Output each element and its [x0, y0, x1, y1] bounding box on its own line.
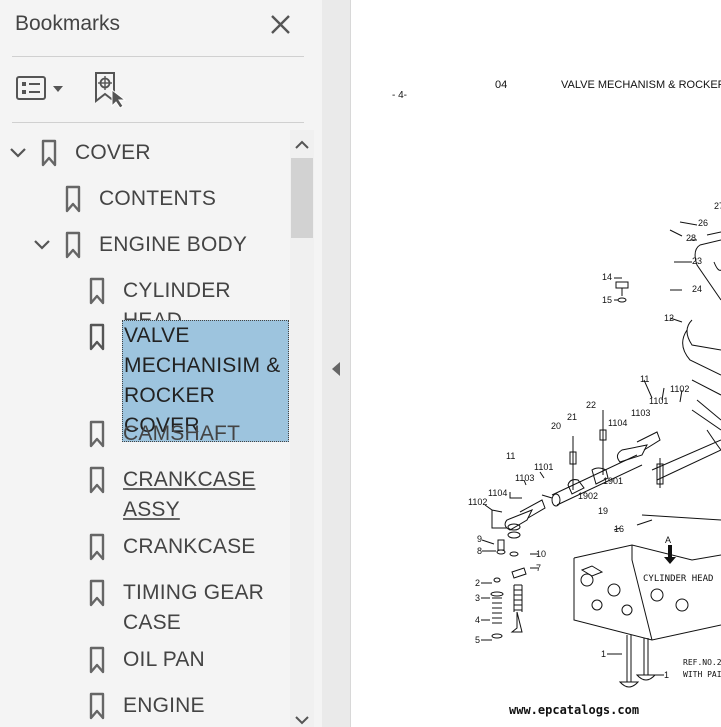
bookmark-engine[interactable]: ENGINE [0, 689, 290, 723]
part-label: 1102 [468, 497, 488, 507]
header-divider [12, 56, 304, 57]
chevron-down-icon[interactable] [8, 143, 28, 163]
close-icon [271, 15, 290, 34]
part-label: 1104 [488, 488, 508, 498]
bookmark-engine-body[interactable]: ENGINE BODY [0, 228, 290, 262]
part-label: 1902 [578, 491, 599, 501]
part-label: 1901 [603, 476, 624, 486]
part-label: 20 [551, 421, 562, 431]
panel-title: Bookmarks [15, 12, 121, 35]
bookmark-icon [89, 420, 105, 448]
bookmark-label: ENGINE [123, 694, 205, 717]
ref-note: WITH PAI [683, 670, 721, 679]
part-label: 1103 [515, 473, 535, 483]
bookmarks-panel: Bookmarks COVER [0, 0, 323, 727]
find-current-bookmark-button[interactable] [92, 70, 128, 109]
part-label: 1103 [631, 408, 651, 418]
part-label: 1102 [670, 384, 690, 394]
triangle-left-icon [332, 362, 340, 376]
part-label: 24 [692, 284, 703, 294]
part-label: 1101 [534, 462, 554, 472]
watermark: www.epcatalogs.com [509, 703, 640, 717]
bookmark-cylinder-head[interactable]: CYLINDER HEAD [0, 274, 290, 332]
bookmark-label-selected: VALVE MECHANISIM & ROCKER COVER [122, 320, 289, 442]
bookmark-cover[interactable]: COVER [0, 136, 290, 170]
toolbar-divider [12, 122, 304, 123]
find-current-bookmark-icon [95, 72, 127, 109]
part-label: 2 [475, 578, 481, 588]
bookmark-icon [41, 139, 57, 167]
part-label: 5 [475, 635, 481, 645]
bookmark-icon [89, 533, 105, 561]
collapse-panel-handle[interactable] [322, 0, 351, 727]
bookmark-icon [65, 231, 81, 259]
part-label: 1104 [608, 418, 628, 428]
part-label: 1101 [649, 396, 669, 406]
part-label: 15 [602, 295, 613, 305]
bookmark-icon [65, 185, 81, 213]
part-label: 1 [601, 649, 607, 659]
part-label: 21 [567, 412, 578, 422]
bookmark-tree: COVER CONTENTS ENGINE BODY CYLINDER HEAD… [0, 130, 290, 727]
part-label: 23 [692, 256, 703, 266]
bookmark-label: OIL PAN [123, 648, 205, 671]
page-marker: - 4- [392, 90, 407, 101]
chevron-down-icon[interactable] [32, 235, 52, 255]
bookmark-label: TIMING GEAR CASE [123, 581, 265, 634]
section-title: VALVE MECHANISM & ROCKER [561, 79, 721, 91]
part-label: 3 [475, 593, 481, 603]
scroll-up-arrow-icon[interactable] [290, 134, 314, 156]
ref-note: REF.NO.2 [683, 658, 721, 667]
bookmark-icon [89, 646, 105, 674]
bookmark-oil-pan[interactable]: OIL PAN [0, 643, 290, 677]
part-label: 1 [664, 670, 670, 680]
scroll-down-arrow-icon[interactable] [290, 713, 314, 727]
bookmark-label: CAMSHAFT [123, 422, 241, 445]
part-label: 16 [614, 524, 625, 534]
part-label: 14 [602, 272, 613, 282]
bookmark-label: COVER [75, 141, 151, 164]
part-label: 11 [640, 374, 650, 384]
part-label: 28 [686, 233, 697, 243]
bookmark-scrollbar[interactable] [290, 130, 314, 727]
part-label: 26 [698, 218, 709, 228]
bookmark-icon [89, 323, 105, 351]
bookmark-options-button[interactable] [15, 74, 67, 104]
part-label: 11 [506, 451, 516, 461]
part-label: 22 [586, 400, 597, 410]
bookmark-crankcase-assy[interactable]: CRANKCASE ASSY [0, 463, 290, 527]
part-label: 9 [477, 534, 483, 544]
section-number: 04 [495, 79, 508, 91]
close-panel-button[interactable] [268, 12, 294, 38]
bookmark-icon [89, 466, 105, 494]
part-label: 27 [714, 201, 721, 211]
part-label: 10 [536, 549, 547, 559]
bookmark-label: CRANKCASE [123, 535, 256, 558]
view-arrow-label: A [665, 535, 672, 545]
bookmark-icon [89, 579, 105, 607]
document-page[interactable]: - 4- 04 VALVE MECHANISM & ROCKER [352, 0, 721, 727]
scrollbar-thumb[interactable] [291, 158, 313, 238]
part-label: 4 [475, 615, 481, 625]
cylinder-head-label: CYLINDER HEAD [643, 574, 714, 584]
bookmark-camshaft[interactable]: CAMSHAFT [0, 417, 290, 451]
part-label: 12 [664, 313, 675, 323]
bookmark-valve-mechanism[interactable]: VALVE MECHANISIM & ROCKER COVER [0, 320, 290, 442]
bookmark-contents[interactable]: CONTENTS [0, 182, 290, 216]
bookmark-label: ENGINE BODY [99, 233, 248, 256]
part-label: 8 [477, 546, 483, 556]
bookmark-options-icon [16, 76, 63, 100]
exploded-parts-diagram [481, 221, 721, 688]
bookmark-label: CRANKCASE ASSY [123, 468, 256, 521]
part-label: 7 [536, 563, 542, 573]
bookmark-icon [89, 277, 105, 305]
bookmark-timing-gear-case[interactable]: TIMING GEAR CASE [0, 576, 290, 640]
bookmark-crankcase[interactable]: CRANKCASE [0, 530, 290, 564]
bookmark-label: CONTENTS [99, 187, 217, 210]
part-label: 19 [598, 506, 609, 516]
bookmark-icon [89, 692, 105, 720]
